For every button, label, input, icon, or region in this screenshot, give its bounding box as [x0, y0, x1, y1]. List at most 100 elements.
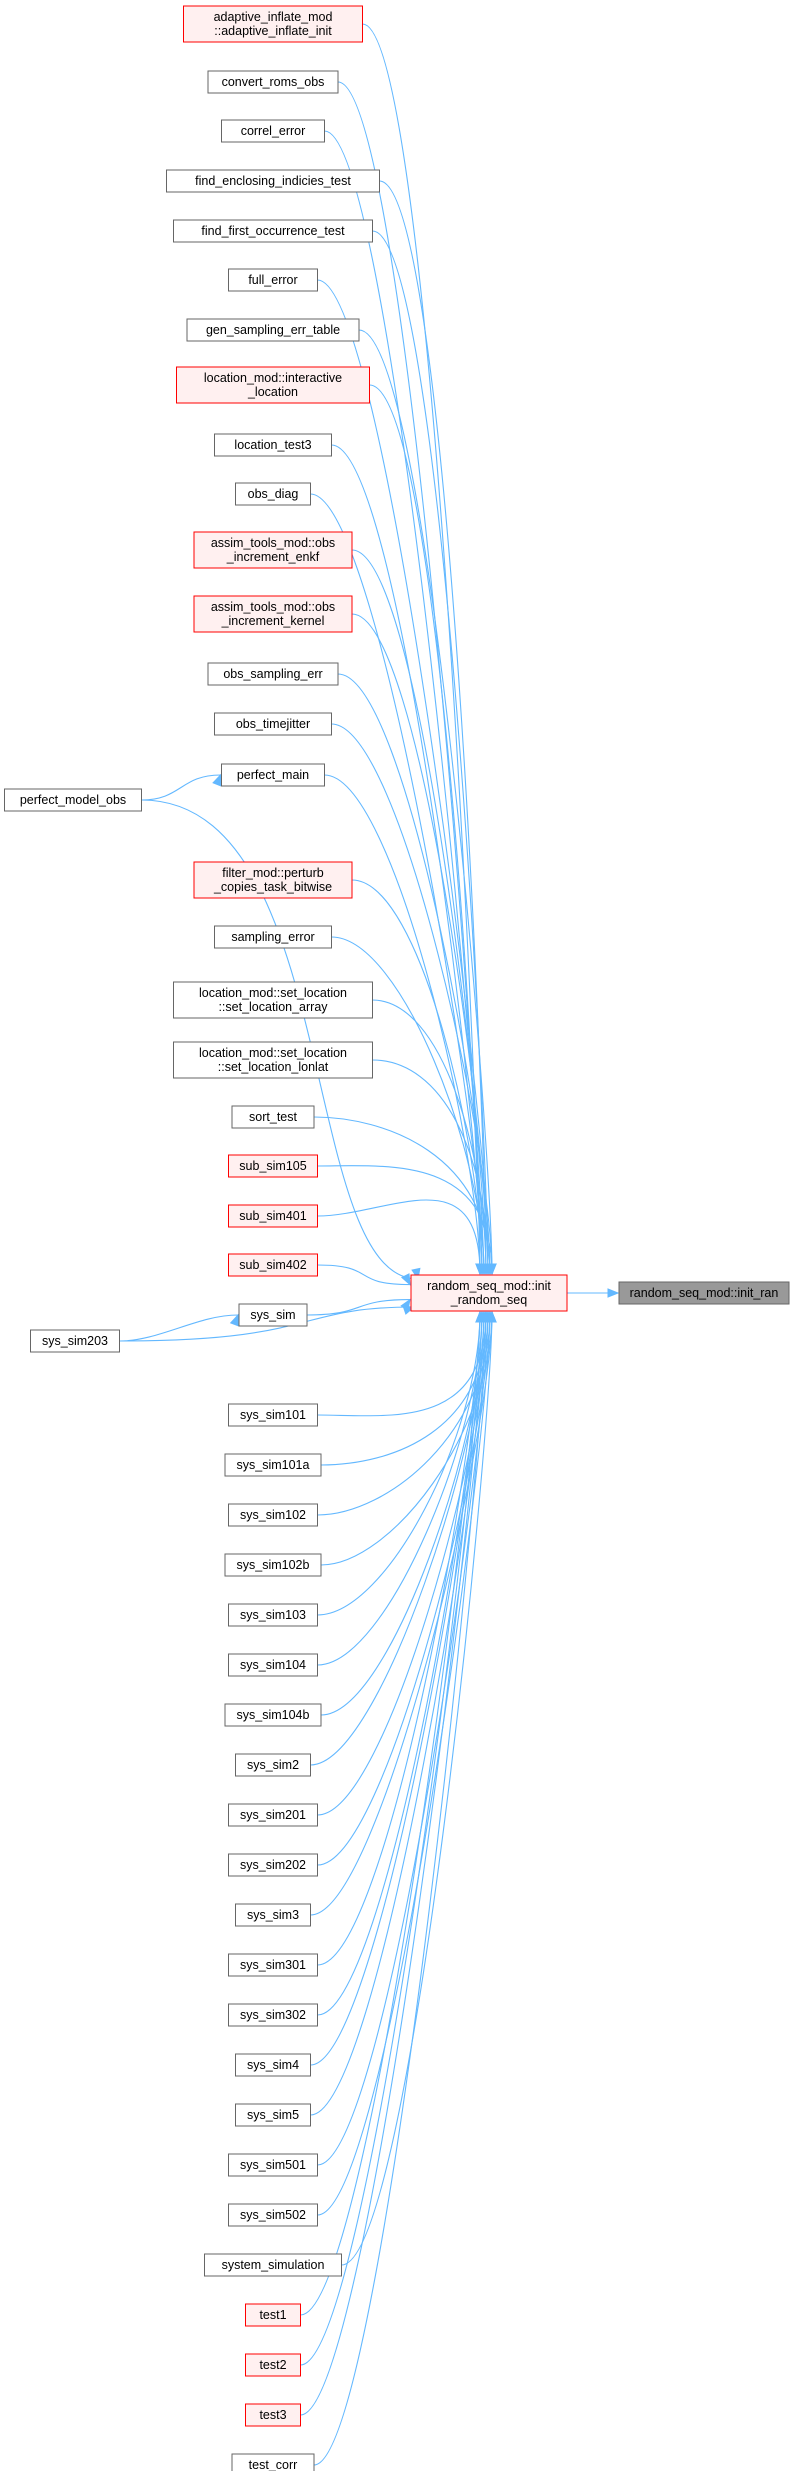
edge-test_corr-to-hub [313, 1311, 487, 2466]
node-correl_error-box [221, 119, 325, 143]
node-system_simulation[interactable]: system_simulation [204, 2253, 342, 2277]
node-sys_sim101a-label: sys_sim101a [237, 1458, 310, 1472]
node-sys_sim2[interactable]: sys_sim2 [235, 1753, 311, 1777]
node-sys_sim101-box [228, 1403, 318, 1427]
node-init-ran-box [618, 1281, 790, 1305]
node-sampling_error-box [214, 925, 332, 949]
node-obs_timejitter[interactable]: obs_timejitter [214, 712, 332, 736]
node-test1[interactable]: test1 [245, 2303, 301, 2327]
edge-sys_sim5-to-hub [310, 1311, 487, 2116]
node-find_first_occurrence_test-box [173, 219, 373, 243]
node-obs_increment_enkf-label: assim_tools_mod::obs [211, 536, 335, 550]
node-sys_sim5[interactable]: sys_sim5 [235, 2103, 311, 2127]
node-sys_sim103[interactable]: sys_sim103 [228, 1603, 318, 1627]
node-sys_sim301[interactable]: sys_sim301 [228, 1953, 318, 1977]
node-sys_sim3[interactable]: sys_sim3 [235, 1903, 311, 1927]
node-sys_sim3-box [235, 1903, 311, 1927]
node-sub_sim105[interactable]: sub_sim105 [228, 1154, 318, 1178]
edge-sort_test-to-hub [313, 1116, 491, 1275]
node-test_corr-label: test_corr [249, 2458, 298, 2471]
node-sys_sim202[interactable]: sys_sim202 [228, 1853, 318, 1877]
node-set_location_lonlat[interactable]: location_mod::set_location::set_location… [173, 1041, 373, 1079]
node-obs_sampling_err-box [207, 662, 339, 686]
node-convert_roms_obs[interactable]: convert_roms_obs [207, 70, 339, 94]
node-obs_increment_enkf[interactable]: assim_tools_mod::obs_increment_enkf [193, 531, 353, 569]
node-obs_sampling_err[interactable]: obs_sampling_err [207, 662, 339, 686]
node-sys_sim501-box [228, 2153, 318, 2177]
node-perfect_main[interactable]: perfect_main [221, 763, 325, 787]
node-init-ran-label: random_seq_mod::init_ran [630, 1286, 779, 1300]
node-find_enclosing_indicies_test[interactable]: find_enclosing_indicies_test [166, 169, 380, 193]
node-sys_sim102b[interactable]: sys_sim102b [224, 1553, 322, 1577]
node-full_error[interactable]: full_error [228, 268, 318, 292]
node-location_test3-box [214, 433, 332, 457]
node-obs_diag[interactable]: obs_diag [235, 482, 311, 506]
node-obs_timejitter-box [214, 712, 332, 736]
node-sys_sim104b[interactable]: sys_sim104b [224, 1703, 322, 1727]
node-find_first_occurrence_test[interactable]: find_first_occurrence_test [173, 219, 373, 243]
node-perfect_model_obs-box [4, 788, 142, 812]
node-test_corr[interactable]: test_corr [231, 2453, 315, 2471]
node-set_location_lonlat-box [173, 1041, 373, 1079]
node-sys_sim501-label: sys_sim501 [240, 2158, 306, 2172]
node-perfect_main-box [221, 763, 325, 787]
node-sub_sim402[interactable]: sub_sim402 [228, 1253, 318, 1277]
node-obs_diag-box [235, 482, 311, 506]
node-sys_sim101a[interactable]: sys_sim101a [224, 1453, 322, 1477]
edge-test_corr-to-hub-arrowhead [481, 1310, 491, 1323]
node-init-random-seq-box [410, 1274, 568, 1312]
node-gen_sampling_err_table[interactable]: gen_sampling_err_table [186, 318, 360, 342]
node-perfect_model_obs[interactable]: perfect_model_obs [4, 788, 142, 812]
node-interactive_location-label: _location [247, 385, 298, 399]
node-obs_increment_kernel-label: assim_tools_mod::obs [211, 600, 335, 614]
node-obs_increment_enkf-label: _increment_enkf [226, 550, 320, 564]
node-obs_diag-label: obs_diag [248, 487, 299, 501]
edge-obs_increment_enkf-to-hub [351, 549, 487, 1275]
node-sys_sim203[interactable]: sys_sim203 [30, 1329, 120, 1353]
node-sys_sim4-label: sys_sim4 [247, 2058, 299, 2072]
node-obs_timejitter-label: obs_timejitter [236, 717, 310, 731]
node-sys_sim501[interactable]: sys_sim501 [228, 2153, 318, 2177]
edge-sub_sim105-to-hub-arrowhead [487, 1263, 497, 1276]
node-sys_sim302-label: sys_sim302 [240, 2008, 306, 2022]
node-adaptive_inflate_init[interactable]: adaptive_inflate_mod::adaptive_inflate_i… [183, 5, 363, 43]
node-test2[interactable]: test2 [245, 2353, 301, 2377]
edge-sampling_error-to-hub [331, 936, 485, 1275]
edge-system_simulation-to-hub [341, 1311, 493, 2266]
node-sys_sim302[interactable]: sys_sim302 [228, 2003, 318, 2027]
node-obs_increment_kernel[interactable]: assim_tools_mod::obs_increment_kernel [193, 595, 353, 633]
node-sys_sim502[interactable]: sys_sim502 [228, 2203, 318, 2227]
node-sub_sim401[interactable]: sub_sim401 [228, 1204, 318, 1228]
node-sort_test[interactable]: sort_test [231, 1105, 315, 1129]
node-test3[interactable]: test3 [245, 2403, 301, 2427]
node-init-ran[interactable]: random_seq_mod::init_ran [618, 1281, 790, 1305]
node-correl_error[interactable]: correl_error [221, 119, 325, 143]
node-adaptive_inflate_init-label: ::adaptive_inflate_init [214, 24, 332, 38]
edge-sub_sim402-to-hub [317, 1264, 411, 1286]
node-interactive_location[interactable]: location_mod::interactive_location [176, 366, 370, 404]
node-set_location_array[interactable]: location_mod::set_location::set_location… [173, 981, 373, 1019]
node-location_test3[interactable]: location_test3 [214, 433, 332, 457]
node-sys_sim[interactable]: sys_sim [238, 1303, 308, 1327]
node-perturb_copies_task_bitwise[interactable]: filter_mod::perturb_copies_task_bitwise [193, 861, 353, 899]
node-sys_sim104[interactable]: sys_sim104 [228, 1653, 318, 1677]
node-init-random-seq[interactable]: random_seq_mod::init_random_seq [410, 1274, 568, 1312]
node-obs_increment_kernel-box [193, 595, 353, 633]
node-sys_sim-label: sys_sim [250, 1308, 295, 1322]
node-sampling_error[interactable]: sampling_error [214, 925, 332, 949]
node-sys_sim201[interactable]: sys_sim201 [228, 1803, 318, 1827]
node-sys_sim102[interactable]: sys_sim102 [228, 1503, 318, 1527]
node-sys_sim301-label: sys_sim301 [240, 1958, 306, 1972]
edge-find_first_occurrence_test-to-hub [372, 230, 489, 1275]
node-sys_sim101[interactable]: sys_sim101 [228, 1403, 318, 1427]
node-set_location_array-label: ::set_location_array [218, 1000, 328, 1014]
node-sys_sim4[interactable]: sys_sim4 [235, 2053, 311, 2077]
edge-sys_sim302-to-hub [317, 1311, 483, 2016]
node-sys_sim104b-label: sys_sim104b [237, 1708, 310, 1722]
edge-location_test3-to-hub [331, 444, 483, 1275]
node-test3-box [245, 2403, 301, 2427]
node-sys_sim103-label: sys_sim103 [240, 1608, 306, 1622]
node-full_error-label: full_error [248, 273, 297, 287]
edge-sys_sim203-to-sys_sim-arrowhead [229, 1313, 239, 1327]
node-test_corr-box [231, 2453, 315, 2471]
